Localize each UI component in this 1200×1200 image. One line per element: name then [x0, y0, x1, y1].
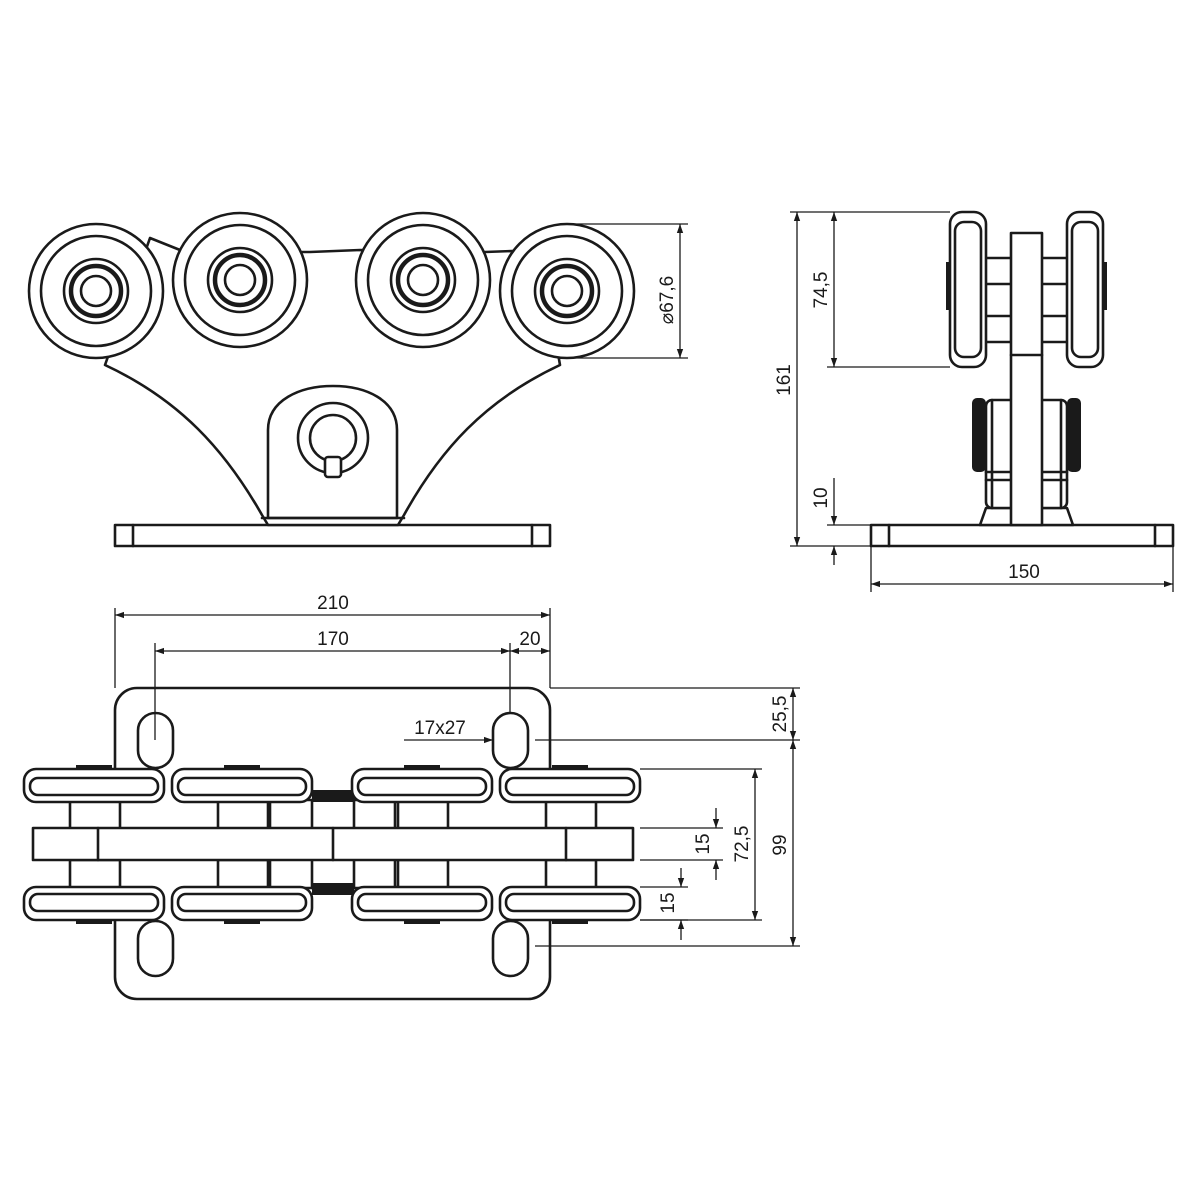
wheel-height-dimension: 74,5: [811, 212, 950, 368]
plate-thickness-label: 10: [811, 487, 832, 508]
lower-wheel-row: [22, 885, 642, 924]
hole-offset-label: 25,5: [770, 696, 791, 733]
front-base-plate: [113, 523, 552, 548]
top-view: 210 170 20 17x27 25,5 99: [22, 593, 800, 1001]
slot-bottom-right: [491, 919, 530, 978]
center-gap-dimension: 15: [640, 808, 723, 880]
length-label: 210: [317, 593, 349, 614]
wheel-span-label: 72,5: [732, 826, 753, 863]
side-base-plate: [869, 523, 1175, 548]
roller-2: [171, 211, 309, 349]
wheel-height-label: 74,5: [811, 272, 832, 309]
wheel-width-label: 15: [658, 892, 679, 913]
height-label: 161: [774, 364, 795, 396]
slot-label: 17x27: [414, 718, 466, 739]
side-center-plate: [1009, 231, 1044, 527]
center-gap-label: 15: [693, 833, 714, 854]
roller-diameter-dimension: ⌀67,6: [567, 223, 688, 359]
front-view: ⌀67,6: [27, 211, 688, 548]
depth-dimension: 99: [535, 740, 800, 947]
height-dimension: 161: [774, 211, 950, 547]
slot-top-right: [491, 711, 530, 770]
hole-spacing-label: 170: [317, 629, 349, 650]
plate-width-label: 150: [1008, 562, 1040, 583]
hole-offset-dimension: 25,5: [535, 687, 800, 741]
plate-thickness-dimension: 10: [811, 478, 871, 565]
roller-1: [27, 222, 165, 360]
wheel-width-dimension: 15: [640, 868, 688, 940]
length-dimension: 210: [114, 593, 551, 688]
wheel-span-dimension: 72,5: [640, 768, 762, 921]
roller-4: [498, 222, 636, 360]
upper-wheel-row: [22, 765, 642, 804]
slot-bottom-left: [136, 919, 175, 978]
plate-width-dimension: 150: [870, 546, 1174, 592]
roller-3: [354, 211, 492, 349]
depth-label: 99: [770, 834, 791, 855]
slot-callout: 17x27: [404, 718, 493, 744]
hole-edge-label: 20: [519, 629, 540, 650]
side-view: 161 74,5 10 150: [774, 210, 1175, 592]
roller-diameter-label: ⌀67,6: [657, 276, 678, 324]
hole-spacing-dimension: 170 20: [154, 629, 550, 740]
